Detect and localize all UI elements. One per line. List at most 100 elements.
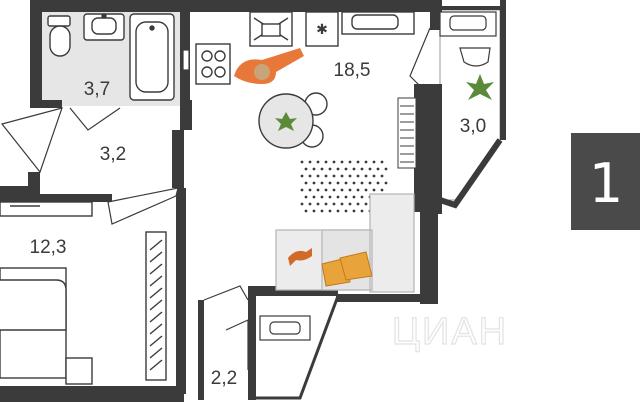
balcony-floor (439, 9, 501, 201)
rug-dot (332, 174, 336, 178)
wc-sink (259, 315, 311, 341)
rug-dot (376, 167, 380, 171)
room-area-bathroom: 3,7 (84, 79, 110, 100)
pillows (321, 251, 373, 287)
rug-dot (340, 174, 344, 178)
rug-dot (380, 174, 384, 178)
sink-icon (83, 13, 125, 41)
rug-dot (340, 188, 344, 192)
rug-dot (380, 188, 384, 192)
wc-wall-diag (256, 295, 340, 400)
doors (0, 27, 431, 370)
rug-dot (380, 160, 384, 164)
rug-dot (332, 160, 336, 164)
bathtub-icon (129, 13, 175, 101)
snowflake-icon: ✱ (316, 22, 328, 38)
rug-dot (348, 202, 352, 206)
rug-dot (304, 195, 308, 199)
rug-dot (376, 181, 380, 185)
rug-dot (316, 202, 320, 206)
rug-dot (364, 188, 368, 192)
rug-dot (308, 188, 312, 192)
rug-dot (308, 160, 312, 164)
rug-dot (340, 160, 344, 164)
rug-dot (372, 174, 376, 178)
rug-dot (368, 167, 372, 171)
room-count-badge (571, 133, 640, 230)
rug-dot (348, 188, 352, 192)
rug-dot (300, 188, 304, 192)
toilet-icon (47, 15, 71, 57)
rug-dot (364, 160, 368, 164)
rug-dot (352, 209, 356, 213)
bed (0, 267, 93, 385)
rug-dot (312, 167, 316, 171)
room-area-kitchen-living: 18,5 (334, 60, 371, 81)
rug-dot (332, 188, 336, 192)
rug-dot (344, 181, 348, 185)
rug-dot (352, 167, 356, 171)
rug-dot (300, 202, 304, 206)
room-area-balcony: 3,0 (460, 116, 486, 137)
rug-dot (320, 209, 324, 213)
rug-dot (328, 167, 332, 171)
rug-dot (324, 202, 328, 206)
rug-dot (324, 188, 328, 192)
rug-dot (360, 209, 364, 213)
rug-dot (300, 174, 304, 178)
rug-dot (300, 160, 304, 164)
rug-dot (368, 181, 372, 185)
rug-dot (304, 167, 308, 171)
kitchen-counter (195, 11, 415, 85)
person-icon (234, 48, 304, 84)
watermark: ЦИАН (392, 311, 508, 353)
rug-dot (304, 181, 308, 185)
rug-dot (348, 160, 352, 164)
rug-dot (308, 174, 312, 178)
dog-icon (288, 248, 312, 266)
rug-dot (384, 181, 388, 185)
rug-dot (336, 181, 340, 185)
rug-dot (308, 202, 312, 206)
rug-dot (316, 188, 320, 192)
rug-dot (344, 209, 348, 213)
rug-dot (384, 167, 388, 171)
rug-dot (328, 209, 332, 213)
rug-dot (316, 174, 320, 178)
rug-dot (312, 195, 316, 199)
rug-dot (320, 181, 324, 185)
washing-machine-icon (182, 49, 190, 71)
rug-dot (348, 174, 352, 178)
rug-dot (372, 188, 376, 192)
rug-dot (344, 195, 348, 199)
rug-dot (320, 167, 324, 171)
rug-dot (316, 160, 320, 164)
room-area-hallway: 3,2 (100, 144, 126, 165)
rug-dot (356, 174, 360, 178)
rug-dot (320, 195, 324, 199)
rug-dot (360, 181, 364, 185)
rug-dot (312, 181, 316, 185)
balcony-furniture (439, 11, 497, 67)
walls (0, 0, 506, 402)
wardrobe (0, 201, 93, 217)
rug-dot (324, 160, 328, 164)
rug-dot (328, 181, 332, 185)
plant-icon (466, 74, 494, 100)
window-living (397, 97, 417, 169)
rug-dot (312, 209, 316, 213)
rug-dot (356, 202, 360, 206)
rug-dot (336, 195, 340, 199)
rug-dot (336, 209, 340, 213)
rug-dot (328, 195, 332, 199)
rug-dot (344, 167, 348, 171)
rug-dot (356, 160, 360, 164)
rug-dot (324, 174, 328, 178)
room-count-value: 1 (589, 152, 623, 215)
rug-dot (332, 202, 336, 206)
rug-dot (340, 202, 344, 206)
rug-dot (304, 209, 308, 213)
room-area-bedroom: 12,3 (30, 237, 67, 258)
rug-dot (352, 181, 356, 185)
